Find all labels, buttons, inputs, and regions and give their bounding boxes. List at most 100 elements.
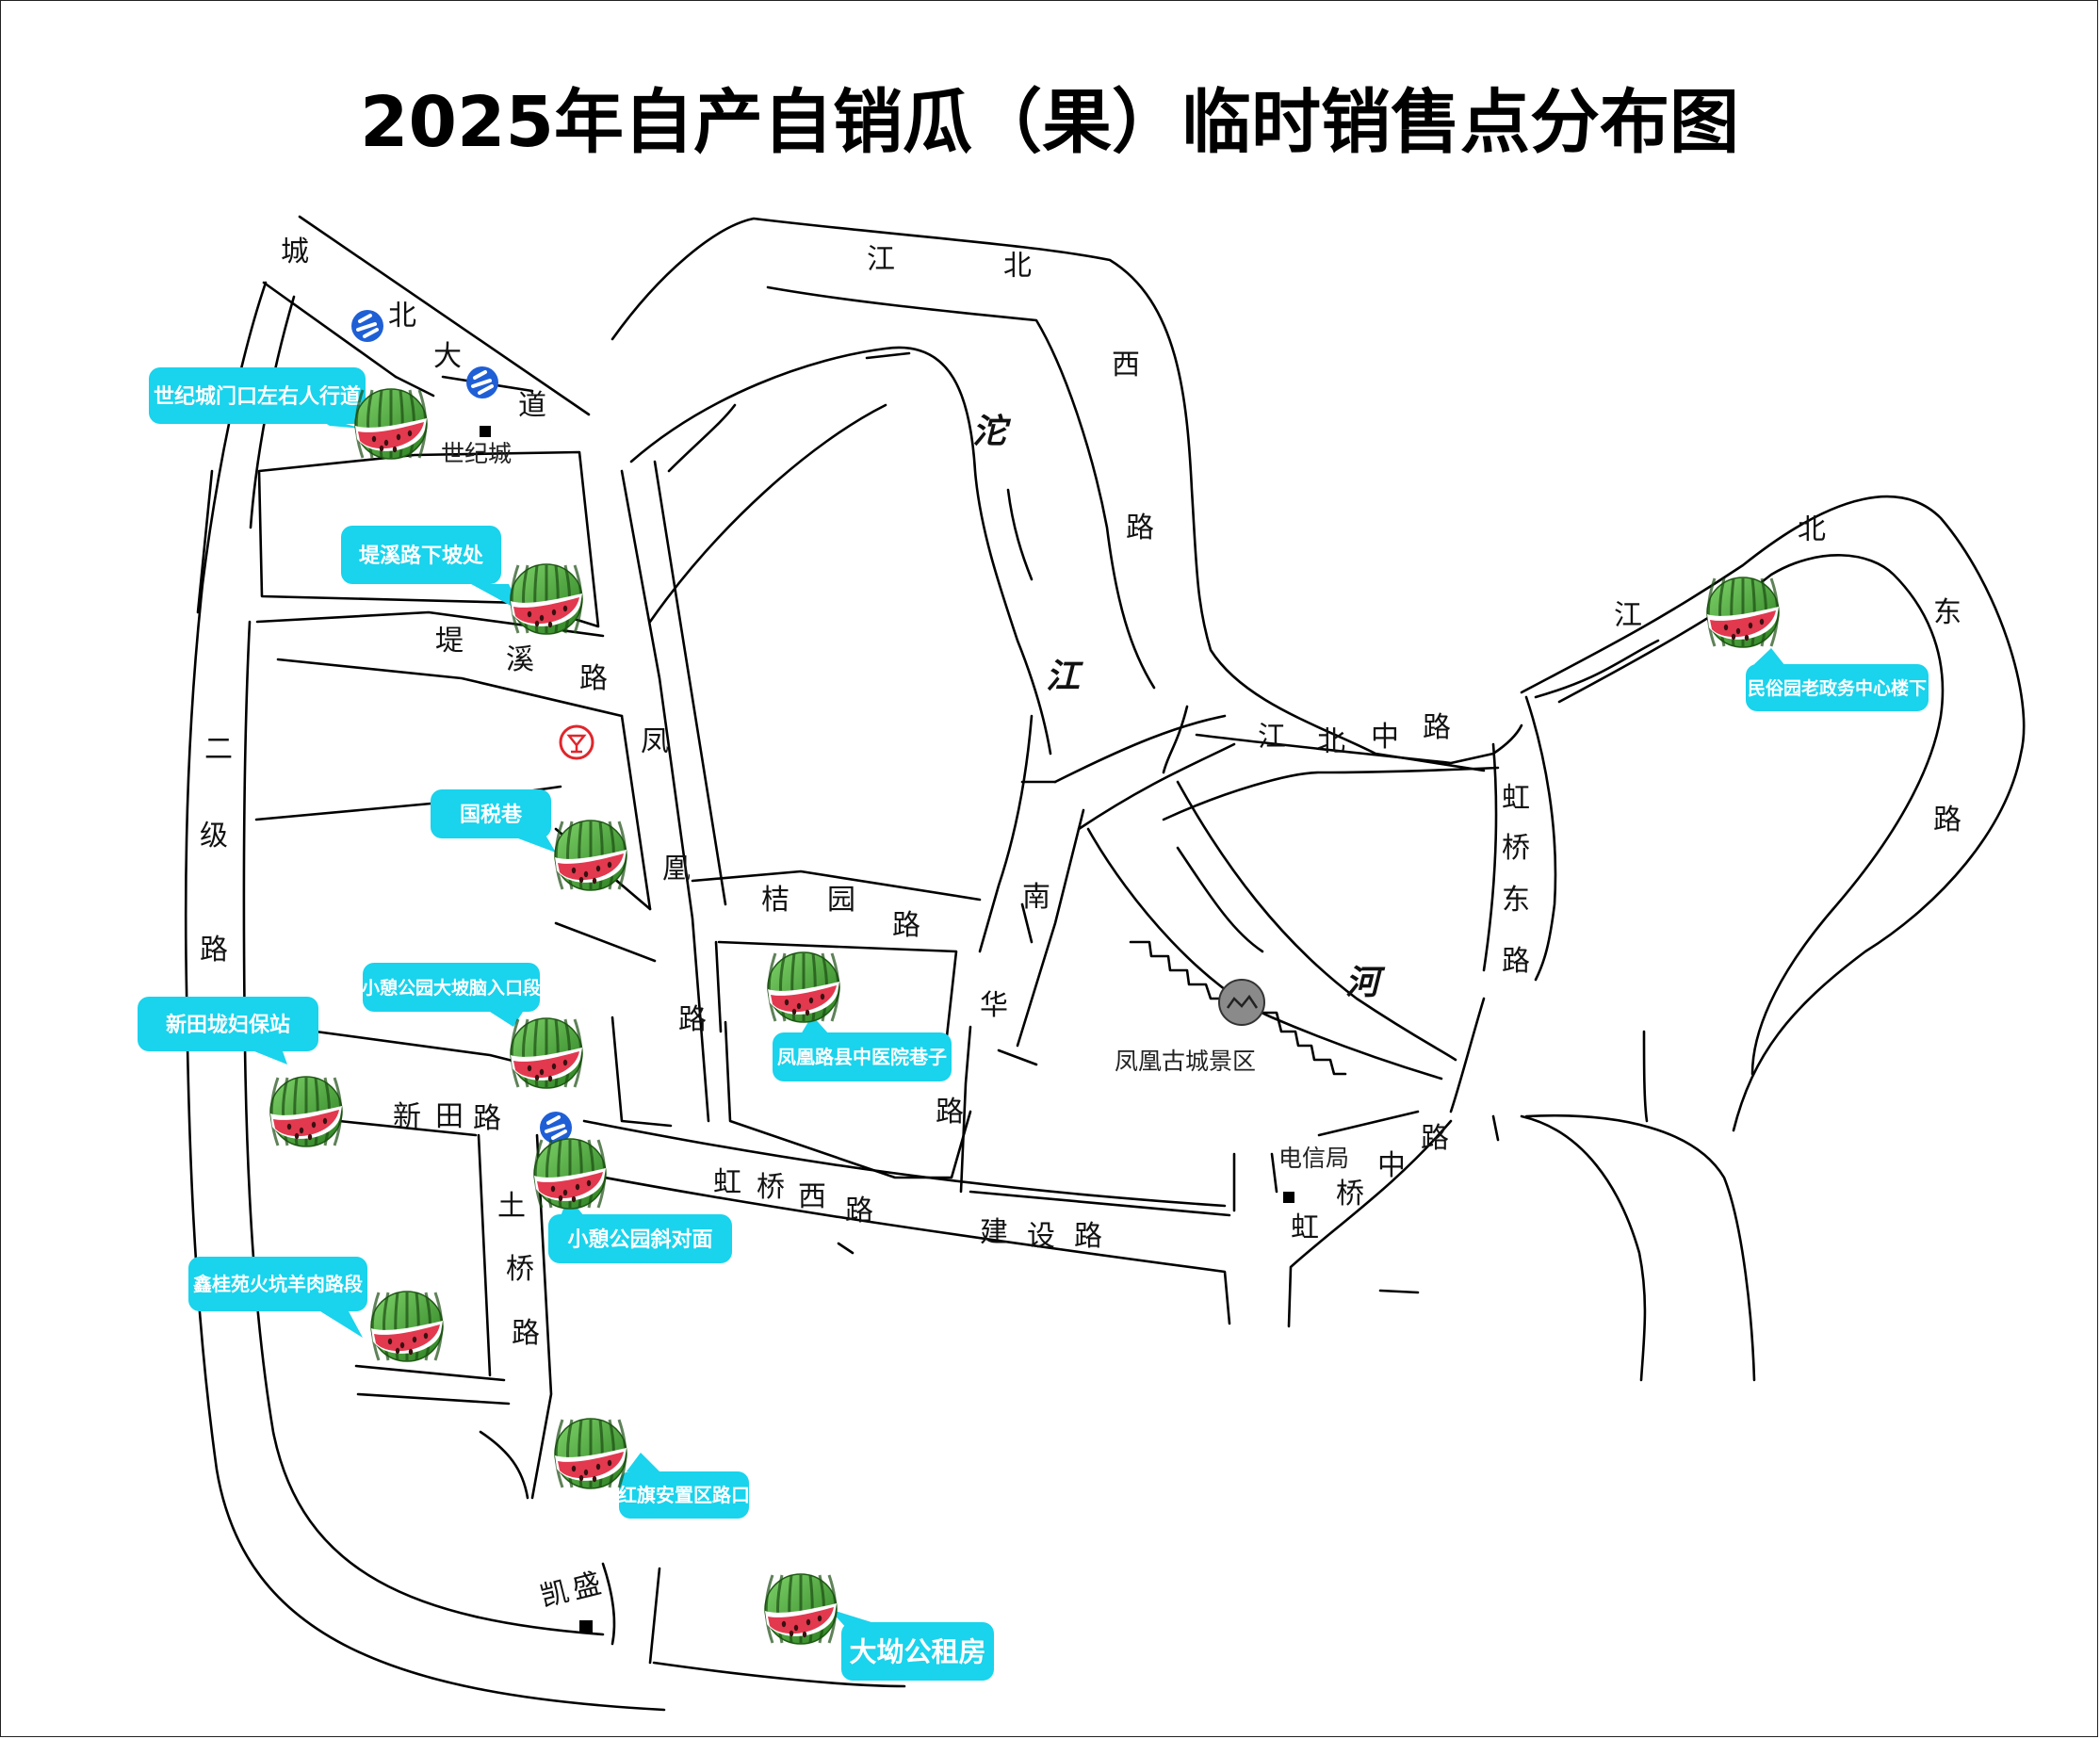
- sales-point-sp2[interactable]: 堤溪路下坡处: [341, 526, 583, 635]
- road-label-hongqiaodong: 虹 桥 东 路: [1502, 782, 1530, 978]
- sales-point-sp1[interactable]: 世纪城门口左右人行道: [149, 367, 428, 460]
- sales-point-sp7[interactable]: 小憩公园斜对面: [533, 1138, 732, 1263]
- callout-tail: [1752, 648, 1785, 666]
- watermelon-icon: [764, 1573, 838, 1645]
- road-label-juyuan: 桔 园 路: [761, 884, 920, 942]
- callout-box: [1746, 664, 1929, 711]
- watermelon-icon: [354, 388, 428, 460]
- svg-text:园: 园: [827, 884, 855, 917]
- sales-point-sp8[interactable]: 鑫桂苑火坑羊肉路段: [188, 1257, 444, 1362]
- river-labels: 沱 江 河: [972, 413, 1386, 1002]
- svg-text:路: 路: [1126, 512, 1154, 544]
- svg-text:路: 路: [579, 662, 608, 695]
- place-kaisheng-marker: [579, 1620, 593, 1633]
- road-label-xintian: 新 田 路: [393, 1100, 501, 1135]
- sales-point-label: 堤溪路下坡处: [359, 544, 483, 568]
- svg-text:设: 设: [1027, 1220, 1055, 1253]
- svg-text:中: 中: [1371, 721, 1399, 754]
- svg-text:凯: 凯: [537, 1575, 573, 1614]
- road-label-jiangbeidong: 江 北 东 路: [1614, 513, 1962, 837]
- sales-point-sp4[interactable]: 小憩公园大坡脑入口段: [362, 963, 583, 1089]
- svg-text:凤凰古城景区: 凤凰古城景区: [1115, 1048, 1256, 1075]
- road-label-hongqiaoxi: 虹 桥 西 路: [713, 1166, 873, 1227]
- svg-text:北: 北: [1317, 725, 1345, 758]
- callout-tail: [254, 1051, 287, 1065]
- svg-text:桥: 桥: [506, 1253, 534, 1286]
- svg-text:路: 路: [845, 1195, 873, 1227]
- svg-text:东: 东: [1502, 884, 1530, 917]
- callout-box: [341, 526, 501, 584]
- watermelon-icon: [554, 1418, 627, 1489]
- svg-text:路: 路: [200, 934, 228, 967]
- watermelon-icon: [533, 1138, 607, 1210]
- callout-box: [138, 997, 318, 1051]
- sales-point-sp5[interactable]: 凤凰路县中医院巷子: [767, 951, 952, 1081]
- svg-text:桔: 桔: [761, 884, 790, 917]
- map-title: 2025年自产自销瓜（果）临时销售点分布图: [360, 82, 1739, 163]
- sales-point-sp6[interactable]: 新田垅妇保站: [138, 997, 343, 1147]
- road-label-hongqiaozhong: 虹 桥 中 路: [1291, 1122, 1449, 1244]
- hotel-icon: [559, 724, 594, 760]
- svg-text:路: 路: [892, 909, 920, 942]
- svg-text:二: 二: [204, 733, 233, 766]
- sales-point-label: 小憩公园大坡脑入口段: [362, 977, 542, 999]
- svg-text:路: 路: [678, 1003, 707, 1036]
- svg-text:西: 西: [798, 1180, 826, 1213]
- svg-text:土: 土: [497, 1190, 526, 1223]
- callout-tail: [627, 1453, 659, 1471]
- building-marker: [1283, 1192, 1294, 1203]
- svg-text:路: 路: [1933, 804, 1962, 837]
- svg-text:桥: 桥: [1336, 1178, 1364, 1211]
- sales-point-sp11[interactable]: 民俗园老政务中心楼下: [1706, 577, 1929, 711]
- building-marker: [579, 1620, 593, 1633]
- svg-text:凰: 凰: [662, 853, 691, 886]
- place-scenic: 凤凰古城景区: [1115, 979, 1265, 1075]
- callout-tail: [320, 1311, 363, 1338]
- svg-text:北: 北: [1798, 513, 1826, 546]
- svg-text:江: 江: [1258, 721, 1286, 754]
- svg-text:道: 道: [518, 389, 546, 422]
- callout-box: [188, 1257, 367, 1311]
- road-label-jiangbeixi: 江 北 西 路: [867, 243, 1154, 544]
- svg-text:西: 西: [1112, 349, 1140, 382]
- svg-text:东: 东: [1933, 596, 1962, 629]
- watermelon-icon: [269, 1076, 343, 1147]
- svg-text:桥: 桥: [1502, 832, 1530, 865]
- callout-box: [363, 963, 540, 1012]
- place-telecom: 电信局: [1278, 1145, 1349, 1203]
- watermelon-icon: [1706, 577, 1780, 648]
- place-shijicheng: 世纪城: [441, 426, 512, 467]
- sales-point-label: 凤凰路县中医院巷子: [777, 1046, 947, 1068]
- sales-point-sp10[interactable]: 大坳公租房: [764, 1573, 994, 1681]
- svg-text:华: 华: [980, 989, 1008, 1022]
- road-labels: 城 北 大 道 江 北 西 路 堤 溪 路 二 级 路 凤 凰 路 桔 园: [200, 236, 1962, 1614]
- svg-text:堤: 堤: [435, 625, 464, 658]
- sales-point-label: 世纪城门口左右人行道: [154, 384, 361, 409]
- svg-text:路: 路: [473, 1102, 501, 1135]
- sales-point-label: 新田垅妇保站: [166, 1013, 290, 1037]
- road-label-kaisheng: 凯 盛: [537, 1567, 605, 1614]
- sales-point-sp9[interactable]: 红旗安置区路口: [554, 1418, 750, 1519]
- sales-point-label: 民俗园老政务中心楼下: [1748, 677, 1927, 699]
- callout-tail: [490, 1012, 523, 1027]
- callout-tail: [471, 584, 523, 612]
- road-label-tixi: 堤 溪 路: [435, 625, 608, 695]
- svg-text:路: 路: [1502, 945, 1530, 978]
- svg-text:虹: 虹: [1291, 1211, 1319, 1244]
- svg-text:北: 北: [1003, 250, 1032, 283]
- svg-text:中: 中: [1377, 1149, 1406, 1182]
- sales-point-label: 红旗安置区路口: [618, 1484, 750, 1506]
- road-label-tuqiao: 土 桥 路: [497, 1190, 540, 1350]
- road-label-fenghuang: 凤 凰 路: [641, 725, 707, 1036]
- svg-text:建: 建: [980, 1216, 1008, 1249]
- building-marker: [480, 426, 491, 437]
- sales-point-sp3[interactable]: 国税巷: [431, 789, 627, 891]
- sales-point-label: 大坳公租房: [849, 1635, 985, 1667]
- bus-stop-icon: [466, 366, 498, 398]
- svg-text:虹: 虹: [713, 1166, 741, 1199]
- road-label-jiangbeizhong: 江 北 中 路: [1258, 711, 1451, 758]
- svg-text:级: 级: [200, 820, 228, 853]
- watermelon-icon: [510, 563, 583, 635]
